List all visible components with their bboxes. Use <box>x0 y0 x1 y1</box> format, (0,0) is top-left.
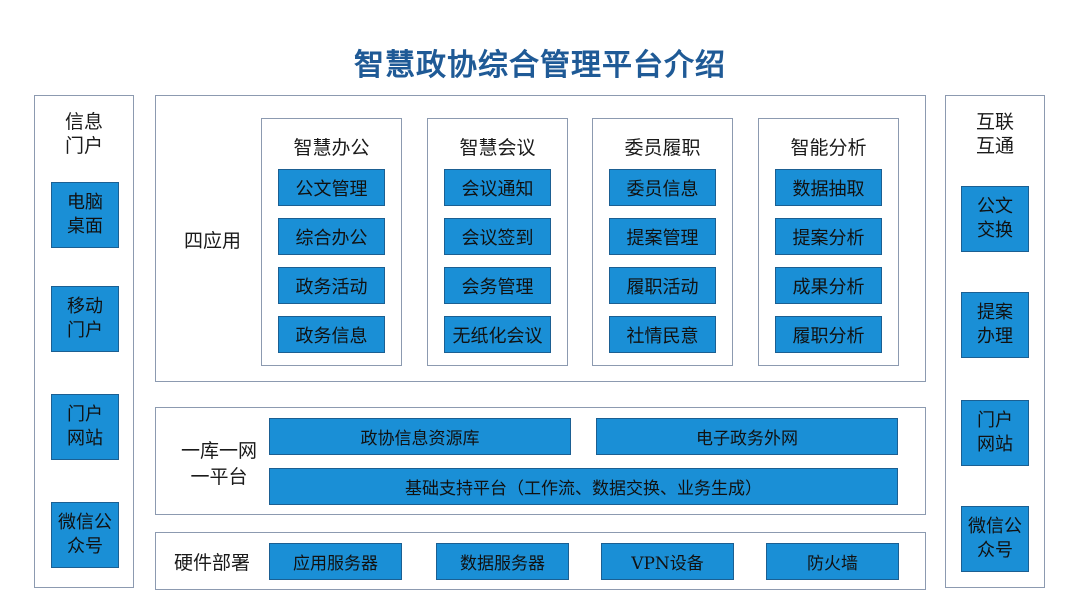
app-item[interactable]: 履职活动 <box>609 267 716 304</box>
column-title: 智慧办公 <box>293 137 370 159</box>
app-item[interactable]: 会议签到 <box>444 218 551 255</box>
member-duty-column: 委员履职 委员信息 提案管理 履职活动 社情民意 <box>592 118 733 366</box>
mobile-portal-button[interactable]: 移动 门户 <box>51 286 119 352</box>
app-item[interactable]: 提案管理 <box>609 218 716 255</box>
firewall-button[interactable]: 防火墙 <box>766 543 899 580</box>
platform-label-line2: 一平台 <box>190 466 248 488</box>
desktop-portal-button[interactable]: 电脑 桌面 <box>51 182 119 248</box>
portal-website-button[interactable]: 门户 网站 <box>51 394 119 460</box>
app-item[interactable]: 公文管理 <box>278 169 385 206</box>
info-portal-label: 信息 门户 <box>64 111 103 157</box>
proposal-handling-button[interactable]: 提案 办理 <box>961 292 1029 358</box>
info-portal-panel: 信息 门户 电脑 桌面 移动 门户 门户 网站 微信公 众号 <box>34 95 134 588</box>
hardware-label: 硬件部署 <box>174 552 251 574</box>
smart-office-column: 智慧办公 公文管理 综合办公 政务活动 政务信息 <box>261 118 402 366</box>
smart-meeting-column: 智慧会议 会议通知 会议签到 会务管理 无纸化会议 <box>427 118 568 366</box>
smart-analysis-column: 智能分析 数据抽取 提案分析 成果分析 履职分析 <box>758 118 899 366</box>
app-item[interactable]: 数据抽取 <box>775 169 882 206</box>
egov-extranet-button[interactable]: 电子政务外网 <box>596 418 898 455</box>
document-exchange-button[interactable]: 公文 交换 <box>961 186 1029 252</box>
four-apps-label: 四应用 <box>184 230 242 252</box>
platform-label-line1: 一库一网 <box>180 440 257 462</box>
column-title: 智能分析 <box>790 137 867 159</box>
data-server-button[interactable]: 数据服务器 <box>436 543 569 580</box>
app-item[interactable]: 提案分析 <box>775 218 882 255</box>
interconnect-label: 互联 互通 <box>975 111 1014 157</box>
portal-website-button[interactable]: 门户 网站 <box>961 400 1029 466</box>
resource-database-button[interactable]: 政协信息资源库 <box>269 418 571 455</box>
page-title: 智慧政协综合管理平台介绍 <box>354 48 726 83</box>
app-item[interactable]: 政务活动 <box>278 267 385 304</box>
platform-section: 一库一网 一平台 政协信息资源库 电子政务外网 基础支持平台（工作流、数据交换、… <box>155 407 926 515</box>
platform-label: 一库一网 一平台 <box>164 438 274 490</box>
app-server-button[interactable]: 应用服务器 <box>269 543 402 580</box>
app-item[interactable]: 成果分析 <box>775 267 882 304</box>
wechat-account-button[interactable]: 微信公 众号 <box>961 506 1029 572</box>
column-title: 委员履职 <box>624 137 701 159</box>
app-item[interactable]: 履职分析 <box>775 316 882 353</box>
app-item[interactable]: 会务管理 <box>444 267 551 304</box>
app-item[interactable]: 政务信息 <box>278 316 385 353</box>
app-item[interactable]: 会议通知 <box>444 169 551 206</box>
four-apps-section: 四应用 智慧办公 公文管理 综合办公 政务活动 政务信息 智慧会议 会议通知 会… <box>155 95 926 382</box>
base-support-platform-button[interactable]: 基础支持平台（工作流、数据交换、业务生成） <box>269 468 898 505</box>
vpn-device-button[interactable]: VPN设备 <box>601 543 734 580</box>
column-title: 智慧会议 <box>459 137 536 159</box>
hardware-section: 硬件部署 应用服务器 数据服务器 VPN设备 防火墙 <box>155 532 926 590</box>
interconnect-panel: 互联 互通 公文 交换 提案 办理 门户 网站 微信公 众号 <box>945 95 1045 588</box>
app-item[interactable]: 综合办公 <box>278 218 385 255</box>
app-item[interactable]: 社情民意 <box>609 316 716 353</box>
wechat-account-button[interactable]: 微信公 众号 <box>51 502 119 568</box>
app-item[interactable]: 委员信息 <box>609 169 716 206</box>
app-item[interactable]: 无纸化会议 <box>444 316 551 353</box>
